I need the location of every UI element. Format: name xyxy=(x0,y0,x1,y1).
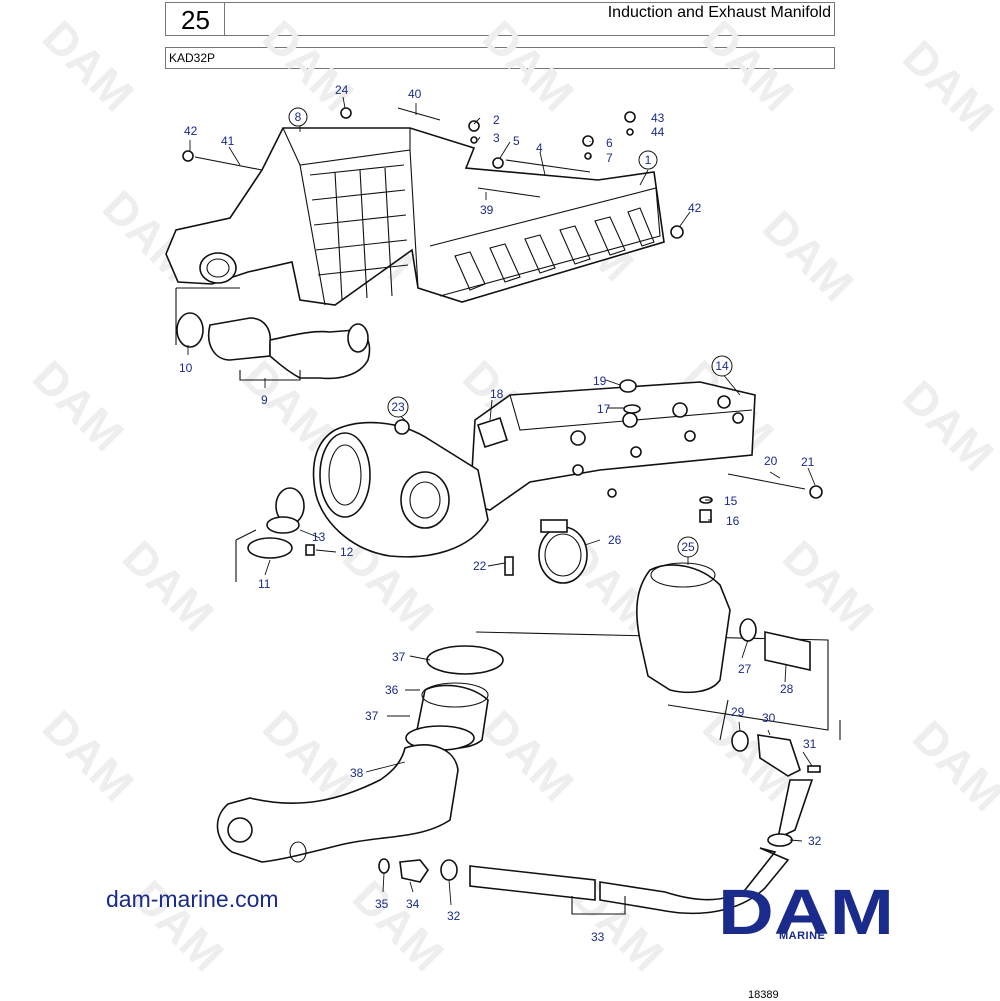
model-box: KAD32P xyxy=(165,47,835,69)
clamp-26 xyxy=(538,519,588,584)
callout-7: 7 xyxy=(606,151,613,165)
callout-32a: 32 xyxy=(808,834,822,848)
callout-29: 29 xyxy=(731,705,745,719)
callout-9: 9 xyxy=(261,393,268,407)
callout-34: 34 xyxy=(406,897,420,911)
callout-39: 39 xyxy=(480,203,494,217)
callout-13: 13 xyxy=(312,530,326,544)
callout-37b: 37 xyxy=(365,709,379,723)
callout-3: 3 xyxy=(493,131,500,145)
circled-callouts: 8 1 14 23 25 xyxy=(288,107,733,558)
callout-18: 18 xyxy=(490,387,504,401)
callout-44: 44 xyxy=(651,125,665,139)
leader-lines xyxy=(187,96,816,906)
callout-31: 31 xyxy=(803,737,817,751)
callout-25: 25 xyxy=(681,540,695,554)
brand-subtitle: MARINE xyxy=(779,930,826,942)
callout-42b: 42 xyxy=(688,201,702,215)
callout-21: 21 xyxy=(801,455,815,469)
water-hose-line xyxy=(378,699,841,915)
logo-text: DAM xyxy=(718,878,894,944)
callout-10: 10 xyxy=(179,361,193,375)
callout-26: 26 xyxy=(608,533,622,547)
callout-27: 27 xyxy=(738,662,752,676)
callouts: 42 41 24 40 2 3 5 4 6 7 43 44 39 42 10 9… xyxy=(179,83,822,944)
figure-id: 18389 xyxy=(748,989,779,1001)
exhaust-manifold xyxy=(469,379,823,576)
callout-30: 30 xyxy=(762,711,776,725)
callout-28: 28 xyxy=(780,682,794,696)
callout-12: 12 xyxy=(340,545,354,559)
callout-41: 41 xyxy=(221,134,235,148)
callout-11: 11 xyxy=(258,577,271,591)
callout-6: 6 xyxy=(606,136,613,150)
elbow-pipe-25 xyxy=(475,562,829,731)
section-number-box: 25 xyxy=(165,2,225,36)
callout-5: 5 xyxy=(513,134,520,148)
callout-14: 14 xyxy=(715,359,729,373)
turbocharger xyxy=(235,419,489,582)
induction-manifold xyxy=(165,107,684,306)
callout-37a: 37 xyxy=(392,650,406,664)
callout-1: 1 xyxy=(645,153,652,167)
callout-2: 2 xyxy=(493,113,500,127)
callout-8: 8 xyxy=(295,110,302,124)
callout-32b: 32 xyxy=(447,909,461,923)
callout-36: 36 xyxy=(385,683,399,697)
callout-19: 19 xyxy=(593,374,607,388)
callout-40: 40 xyxy=(408,87,422,101)
section-number: 25 xyxy=(181,5,210,35)
callout-22: 22 xyxy=(473,559,487,573)
callout-43: 43 xyxy=(651,111,665,125)
callout-23: 23 xyxy=(391,400,405,414)
callout-20: 20 xyxy=(764,454,778,468)
pipe-and-seal-9-10 xyxy=(175,287,371,381)
callout-17: 17 xyxy=(597,402,611,416)
website-url: dam-marine.com xyxy=(106,886,279,912)
callout-35: 35 xyxy=(375,897,389,911)
model-code: KAD32P xyxy=(169,51,216,65)
callout-4: 4 xyxy=(536,141,543,155)
dam-logo: DAM xyxy=(718,878,894,944)
exhaust-bend-38 xyxy=(216,645,504,863)
callout-24: 24 xyxy=(335,83,349,97)
callout-38: 38 xyxy=(350,766,364,780)
callout-42a: 42 xyxy=(184,124,198,138)
title-box: Induction and Exhaust Manifold xyxy=(224,2,835,36)
callout-15: 15 xyxy=(724,494,738,508)
callout-16: 16 xyxy=(726,514,740,528)
callout-33: 33 xyxy=(591,930,605,944)
page-title: Induction and Exhaust Manifold xyxy=(607,4,831,21)
